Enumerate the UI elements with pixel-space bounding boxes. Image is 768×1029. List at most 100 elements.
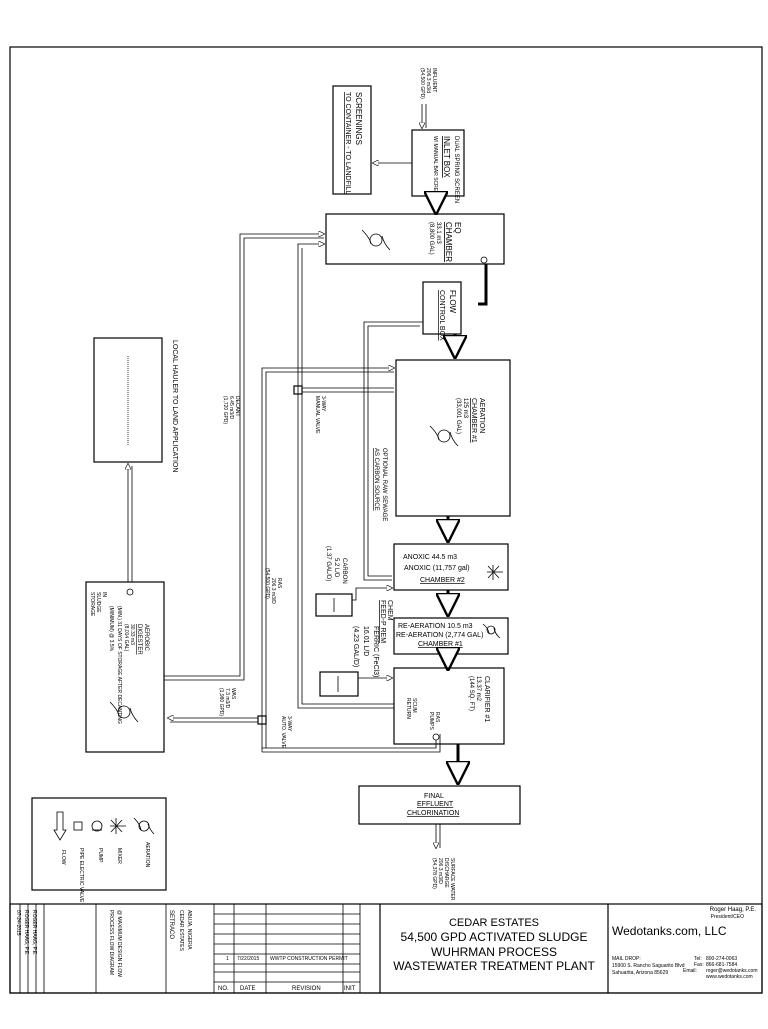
aerobic-digester: [85, 581, 165, 753]
re-aeration-label: RE-AERATION 10.5 m3 RE-AERATION (2,774 G…: [396, 623, 483, 648]
svg-text:DECANT: DECANT: [234, 396, 240, 417]
svg-text:3-WAY: 3-WAY: [320, 396, 326, 412]
svg-text:SURFACE WATER: SURFACE WATER: [449, 858, 455, 901]
flow-bypass-pipe: [363, 321, 423, 581]
svg-text:INFLUENT: INFLUENT: [431, 68, 437, 92]
svg-text:206.3 m3/D: 206.3 m3/D: [270, 578, 276, 604]
svg-text:(8,014 GAL): (8,014 GAL): [123, 624, 129, 652]
svg-text:STORAGE: STORAGE: [89, 592, 95, 617]
chem-feed-label: CHEM FEED-P REM: [379, 600, 393, 643]
revision-table: 1 7/22/2015 WWTP CONSTRUCTION PERMIT NO.…: [218, 956, 356, 992]
svg-text:(1,720 GPD): (1,720 GPD): [222, 396, 228, 424]
discharge-label: SURFACE WATER DISCHARGE 206.3 m3/D (54,3…: [431, 858, 455, 901]
svg-text:(54,378 GPD): (54,378 GPD): [431, 858, 437, 889]
eq-aeration-icon: [361, 229, 391, 251]
svg-text:CHLORINATION: CHLORINATION: [407, 810, 459, 817]
svg-text:206.3 m3/D: 206.3 m3/D: [437, 858, 443, 884]
svg-text:16.01 L/D: 16.01 L/D: [362, 626, 369, 656]
flow-control-box: [422, 281, 462, 335]
svg-text:PUMP: PUMP: [97, 848, 103, 863]
ras-line: [261, 368, 394, 752]
svg-text:(1,980 GPD): (1,980 GPD): [218, 688, 224, 716]
svg-text:PIPE ELECTRIC VALVE: PIPE ELECTRIC VALVE: [78, 848, 84, 903]
svg-text:(144 SQ. FT): (144 SQ. FT): [468, 676, 474, 711]
legend: AERATION MIXER PUMP PIPE ELECTRIC VALVE …: [53, 811, 155, 903]
svg-text:07-24-2015: 07-24-2015: [15, 910, 21, 936]
decant-label: DECANT 6.45 m3/D (1,720 GPD): [222, 396, 240, 424]
ras-label: RAS 206.3 m3/D (54,500 GPD): [264, 568, 282, 604]
svg-text:CHEM: CHEM: [386, 600, 393, 621]
svg-text:Wedotanks.com, LLC: Wedotanks.com, LLC: [612, 924, 727, 938]
svg-text:CHAMBER #2: CHAMBER #2: [420, 577, 465, 584]
was-ras-pipe: [262, 734, 441, 753]
svg-text:(54,500 GPD): (54,500 GPD): [419, 68, 425, 99]
svg-text:FLOW: FLOW: [60, 850, 66, 865]
scum-return-label: SCUM RETURN: [405, 698, 417, 719]
svg-text:SETRACO: SETRACO: [168, 910, 174, 939]
scum-return-pipe: [297, 244, 394, 709]
svg-text:15900 S. Rancho Saguarito Blvd: 15900 S. Rancho Saguarito Blvd: [612, 963, 685, 969]
svg-text:TO CONTAINER - TO LANDFILL: TO CONTAINER - TO LANDFILL: [344, 92, 351, 195]
svg-text:AERATION: AERATION: [478, 398, 485, 433]
svg-text:MIXER: MIXER: [116, 848, 122, 864]
inlet-box-label: DUAL SPRING SCREEN INLET BOX W/ MANUAL B…: [432, 136, 459, 203]
valve3-label: 3-WAY MANUAL VALVE: [314, 396, 326, 434]
svg-text:33.1 m3: 33.1 m3: [435, 222, 441, 244]
carbon-tank: [315, 593, 353, 617]
svg-text:CLARIFIER #1: CLARIFIER #1: [483, 676, 490, 722]
legend-aeration-icon: [133, 817, 155, 835]
svg-text:Tel:: Tel:: [694, 956, 702, 962]
chlorination-label: FINAL EFFLUENT CHLORINATION: [407, 793, 459, 817]
svg-text:Roger Haag, P.E.: Roger Haag, P.E.: [710, 907, 757, 913]
svg-text:FINAL: FINAL: [424, 793, 444, 800]
influent-label: INFLUENT 206.3 m3/d (54,500 GPD): [419, 68, 437, 99]
legend-mixer-icon: [110, 818, 126, 834]
svg-text:NO.: NO.: [218, 986, 229, 992]
eq-chamber: [325, 213, 505, 265]
svg-text:WUHRMAN PROCESS: WUHRMAN PROCESS: [431, 945, 557, 959]
title-block: 07-24-2015 ROGER HAAG, P.E. ROGER HAAG, …: [9, 903, 763, 994]
aeration-chamber: [395, 359, 511, 517]
svg-text:EFFLUENT: EFFLUENT: [417, 801, 454, 808]
svg-text:CONTROL BOX: CONTROL BOX: [438, 290, 445, 341]
anoxic-mixer-icon: [487, 565, 503, 580]
svg-text:FERRIC (FeCl3): FERRIC (FeCl3): [372, 626, 379, 677]
screenings-container: [332, 85, 372, 195]
clarifier: [393, 667, 505, 745]
svg-text:DIGESTER: DIGESTER: [136, 624, 142, 655]
svg-text:ANOXIC (11,757 gal): ANOXIC (11,757 gal): [404, 565, 470, 572]
digester-aeration-icon: [109, 701, 139, 723]
anoxic-chamber-label: ANOXIC 44.5 m3 ANOXIC (11,757 gal) CHAMB…: [403, 554, 470, 584]
project-title: CEDAR ESTATES 54,500 GPD ACTIVATED SLUDG…: [393, 917, 595, 973]
svg-text:3-WAY: 3-WAY: [286, 716, 292, 732]
svg-text:13.37 m2: 13.37 m2: [475, 676, 481, 702]
flow-control-label: FLOW CONTROL BOX: [438, 290, 457, 341]
svg-text:(54,500 GPD): (54,500 GPD): [264, 568, 270, 599]
svg-text:RAS: RAS: [276, 578, 282, 589]
svg-text:206.3 m3/d: 206.3 m3/d: [425, 68, 431, 93]
valve3auto-label: 3-WAY AUTO. VALVE: [280, 716, 292, 749]
svg-text:DISCHARGE: DISCHARGE: [443, 858, 449, 888]
re-aeration-icon: [482, 623, 501, 639]
svg-text:ROGER HAAG, P.E.: ROGER HAAG, P.E.: [31, 910, 37, 955]
svg-text:OPTIONAL RAW SEWAGE: OPTIONAL RAW SEWAGE: [381, 448, 387, 521]
screenings-label: SCREENINGS TO CONTAINER - TO LANDFILL: [344, 92, 363, 195]
svg-text:7.3 m3/D: 7.3 m3/D: [224, 688, 230, 709]
svg-text:(8,800 GAL): (8,800 GAL): [428, 222, 434, 255]
svg-text:125 m3: 125 m3: [462, 398, 468, 419]
aeration-chamber-label: AERATION CHAMBER #1 125 m3 (33,001 GAL): [455, 398, 485, 443]
svg-text:7/22/2015: 7/22/2015: [237, 956, 259, 962]
svg-text:FLOW: FLOW: [448, 290, 457, 314]
legend-valve-icon: [73, 821, 83, 831]
svg-text:AERATION: AERATION: [144, 842, 150, 868]
svg-text:MAIL DROP:: MAIL DROP:: [612, 956, 641, 962]
three-way-manual-valve: [293, 385, 303, 395]
svg-text:6.45 m3/D: 6.45 m3/D: [228, 396, 234, 419]
svg-text:1: 1: [226, 956, 229, 962]
svg-text:ROGER HAAG, P.E.: ROGER HAAG, P.E.: [23, 910, 29, 955]
svg-text:@ MAXIMUM DESIGN FLOW: @ MAXIMUM DESIGN FLOW: [116, 910, 122, 977]
svg-text:FEED-P REM: FEED-P REM: [379, 600, 386, 643]
svg-text:ABUJA, NIGERIA: ABUJA, NIGERIA: [186, 910, 192, 950]
